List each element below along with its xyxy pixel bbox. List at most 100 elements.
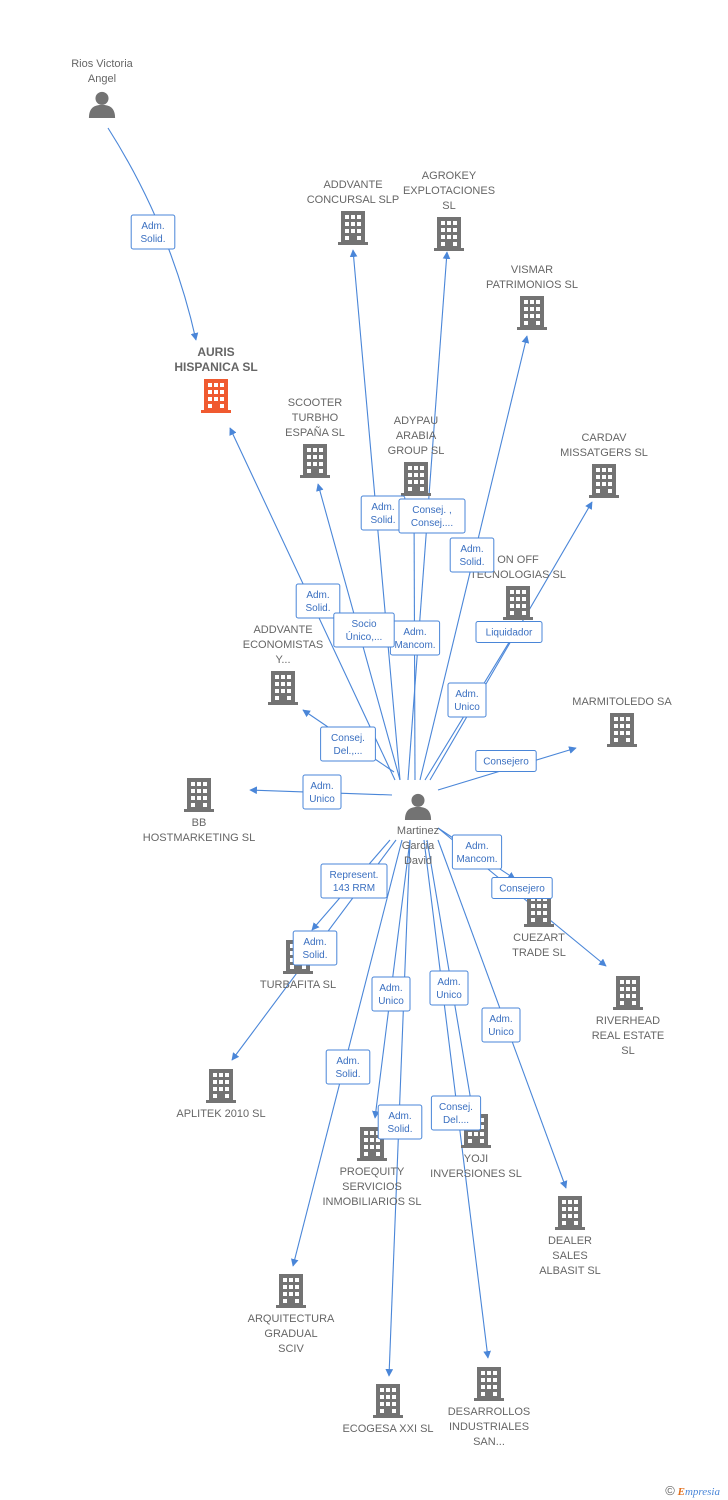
edge-label-martinez-to-turbafita[interactable]: Represent.143 RRM xyxy=(320,863,388,899)
edge-label-text: Consejero xyxy=(483,757,529,768)
edge-label-martinez-to-yoji[interactable]: Adm. Unico xyxy=(429,970,469,1006)
edge-label-text: Adm. xyxy=(437,977,460,988)
edge-label-box xyxy=(398,498,466,534)
node-label: RIVERHEAD xyxy=(596,1015,660,1027)
edge-label-martinez-to-proequity[interactable]: Adm. Unico xyxy=(371,976,411,1012)
edge-label-text: Adm. xyxy=(388,1111,411,1122)
edge-label-box xyxy=(475,750,537,772)
node-label: ON OFF xyxy=(497,554,539,566)
edge-label-box xyxy=(333,612,395,648)
building-icon xyxy=(338,211,368,245)
edge-label-martinez-to-cuezart[interactable]: Adm.Mancom. xyxy=(451,834,503,870)
node-label: YOJI xyxy=(464,1153,488,1165)
edge-label-box xyxy=(491,877,553,899)
edge-label-text: Adm. xyxy=(460,544,483,555)
node-label: VISMAR xyxy=(511,264,553,276)
edge-label-text: Mancom. xyxy=(394,640,435,651)
edge-label-text: Adm. xyxy=(489,1014,512,1025)
edge-label-martinez-to-adypau[interactable]: Consej. ,Consej.... xyxy=(398,498,466,534)
node-label: DESARROLLOS xyxy=(448,1406,531,1418)
edge-label-text: Consej. xyxy=(331,733,365,744)
edge-label-martinez-to-auris[interactable]: Adm. Solid. xyxy=(295,583,341,619)
node-label: SAN... xyxy=(473,1436,505,1448)
edge-label-text: Unico xyxy=(488,1027,514,1038)
node-label: MISSATGERS SL xyxy=(560,447,648,459)
edge-label-text: Solid. xyxy=(305,603,330,614)
edge-label-martinez-to-arquitectura[interactable]: Adm.Solid. xyxy=(325,1049,371,1085)
edge-label-martinez-to-addvante_econ[interactable]: Consej.Del.,... xyxy=(320,726,376,762)
building-icon xyxy=(555,1196,585,1230)
node-label: CARDAV xyxy=(581,432,627,444)
edge-label-martinez-to-agrokey[interactable]: Adm.Mancom. xyxy=(389,620,441,656)
edge-label-martinez-to-aplitek[interactable]: Adm.Solid. xyxy=(292,930,338,966)
node-desarrollos[interactable]: DESARROLLOSINDUSTRIALESSAN... xyxy=(448,1367,531,1448)
edge-label-martinez-to-dealer[interactable]: Adm. Unico xyxy=(481,1007,521,1043)
edge-label-martinez-to-bb[interactable]: Adm.Unico xyxy=(302,774,342,810)
edge-label-martinez-to-onoff[interactable]: Adm.Unico xyxy=(447,682,487,718)
node-label: ECONOMISTAS xyxy=(243,639,323,651)
building-icon xyxy=(373,1384,403,1418)
edge-label-text: Unico xyxy=(436,990,462,1001)
edge-label-text: Adm. xyxy=(379,983,402,994)
node-label: INMOBILIARIOS SL xyxy=(322,1196,421,1208)
building-icon xyxy=(276,1274,306,1308)
node-label: Garcia xyxy=(402,840,435,852)
node-label: AGROKEY xyxy=(422,170,477,182)
node-label: INVERSIONES SL xyxy=(430,1168,522,1180)
building-icon xyxy=(268,671,298,705)
edge-label-martinez-to-desarrollos[interactable]: Consej.Del.... xyxy=(430,1095,482,1131)
edge-label-text: Solid. xyxy=(140,234,165,245)
node-ecogesa[interactable]: ECOGESA XXI SL xyxy=(342,1384,434,1435)
node-cardav[interactable]: CARDAV MISSATGERS SL xyxy=(560,432,648,498)
node-label: TECNOLOGIAS SL xyxy=(470,569,566,581)
edge-label-box xyxy=(481,1007,521,1043)
edge-label-text: Adm. xyxy=(371,502,394,513)
edge-label-text: Adm. xyxy=(306,590,329,601)
edge-label-text: Unico xyxy=(378,996,404,1007)
edge-label-martinez-to-vismar[interactable]: Adm. Solid. xyxy=(449,537,495,573)
edge-label-text: Adm. xyxy=(303,937,326,948)
node-aplitek[interactable]: APLITEK 2010 SL xyxy=(176,1069,266,1120)
building-icon xyxy=(201,379,231,413)
node-label: David xyxy=(404,855,432,867)
edge-label-box xyxy=(325,1049,371,1085)
edge-label-text: Del.... xyxy=(443,1115,469,1126)
edge-label-text: Mancom. xyxy=(456,854,497,865)
edge-label-text: Solid. xyxy=(459,557,484,568)
edge-label-martinez-to-addvante_concursal[interactable]: Adm. Solid. xyxy=(360,495,406,531)
node-yoji[interactable]: YOJI INVERSIONES SL xyxy=(430,1114,522,1180)
node-turbafita[interactable]: TURBAFITA SL xyxy=(260,940,336,991)
node-label: EXPLOTACIONES xyxy=(403,185,495,197)
node-addvante_econ[interactable]: ADDVANTEECONOMISTASY... xyxy=(243,624,323,705)
edge-label-rios-to-auris[interactable]: Adm.Solid. xyxy=(130,214,176,250)
node-label: DEALER xyxy=(548,1235,592,1247)
edge-label-martinez-to-scooter[interactable]: SocioÚnico,... xyxy=(333,612,395,648)
node-label: HOSTMARKETING SL xyxy=(143,832,255,844)
node-label: GRADUAL xyxy=(264,1328,317,1340)
edge-label-martinez-to-cardav[interactable]: Liquidador xyxy=(475,621,543,643)
node-onoff[interactable]: ON OFF TECNOLOGIAS SL xyxy=(470,554,566,620)
node-marmitoledo[interactable]: MARMITOLEDO SA xyxy=(572,696,672,747)
edge-label-box xyxy=(320,726,376,762)
edge-label-text: Consej.... xyxy=(411,518,453,529)
edge-label-martinez-to-ecogesa[interactable]: Adm.Solid. xyxy=(377,1104,423,1140)
edge-label-martinez-to-riverhead[interactable]: Consejero xyxy=(491,877,553,899)
node-label: SERVICIOS xyxy=(342,1181,402,1193)
node-label: ADYPAU xyxy=(394,415,438,427)
edge-label-martinez-to-marmitoledo[interactable]: Consejero xyxy=(475,750,537,772)
edge-label-text: Solid. xyxy=(370,515,395,526)
